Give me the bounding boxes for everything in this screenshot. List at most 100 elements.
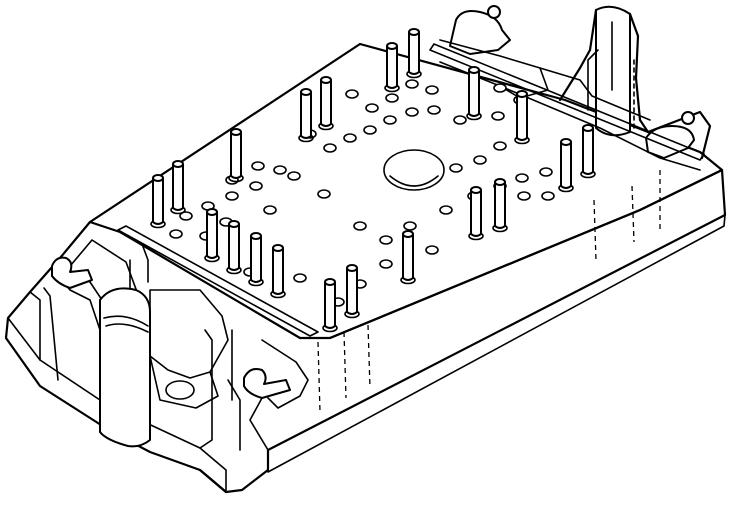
pin-body <box>582 128 594 175</box>
pin-body <box>206 212 218 259</box>
pin-tip <box>250 232 262 240</box>
pin-body <box>250 236 262 283</box>
right-clip-top <box>449 10 511 55</box>
pin <box>466 66 482 121</box>
pin <box>580 124 596 179</box>
left-end-outline <box>4 220 228 494</box>
housing-body <box>4 5 727 494</box>
pin-body <box>386 46 398 89</box>
right-clip-bottom-head <box>681 111 695 125</box>
dashed-line-2 <box>631 185 635 243</box>
left-pocket-wall <box>199 329 233 449</box>
surface-hole <box>379 259 393 269</box>
left-end-inner-2 <box>29 291 41 361</box>
front-face <box>198 168 727 494</box>
surface-hole <box>273 165 287 175</box>
pin-body <box>172 164 184 211</box>
pin <box>248 232 264 287</box>
surface-hole <box>403 221 417 231</box>
pin-body <box>494 182 506 229</box>
pin-body <box>230 132 242 179</box>
surface-hole <box>249 181 263 191</box>
left-sleeve <box>99 287 151 448</box>
pin <box>558 138 574 193</box>
pin-body <box>152 178 164 225</box>
pin-tip <box>494 178 506 186</box>
left-clip-frame <box>261 339 309 409</box>
surface-hole <box>343 133 357 143</box>
pin-tip <box>152 174 164 182</box>
surface-hole <box>449 163 463 173</box>
left-lower-wall <box>227 379 269 451</box>
left-clip-bottom <box>243 368 291 399</box>
right-sleeve-slot <box>587 21 613 111</box>
dashed-line-3 <box>343 331 347 399</box>
surface-hole <box>251 161 265 171</box>
surface-hole <box>379 235 393 245</box>
surface-hole <box>439 205 453 215</box>
surface-hole <box>493 141 507 151</box>
pin-body <box>470 190 482 237</box>
surface-hole <box>383 115 397 125</box>
surface-hole <box>363 125 377 135</box>
pin-tip <box>402 230 414 238</box>
connection-pins <box>150 28 596 333</box>
pin-tip <box>272 244 284 252</box>
surface-hole <box>365 103 379 113</box>
left-pocket-floor <box>149 355 219 409</box>
surface-hole <box>425 85 439 95</box>
right-sleeve <box>595 5 631 137</box>
pin-tip <box>172 160 184 168</box>
pin-body <box>228 224 240 271</box>
pin <box>384 42 400 93</box>
pin <box>400 230 416 285</box>
surface-hole <box>539 167 553 177</box>
pin <box>270 244 286 299</box>
pin-body <box>516 94 528 141</box>
surface-hole <box>293 273 307 283</box>
pin <box>150 174 166 229</box>
surface-hole <box>405 107 419 117</box>
pin-body <box>346 268 358 315</box>
surface-hole <box>515 173 529 183</box>
surface-hole <box>425 245 439 255</box>
pin-tip <box>386 42 398 50</box>
pin <box>318 76 334 131</box>
pin-tip <box>346 264 358 272</box>
left-pocket <box>149 289 229 379</box>
pin <box>298 88 314 143</box>
pin-tip <box>300 88 312 96</box>
pin-body <box>272 248 284 295</box>
pin-body <box>468 70 480 117</box>
surface-hole <box>323 143 337 153</box>
pin <box>406 28 422 79</box>
right-rail <box>499 85 701 171</box>
center-mounting-hole <box>383 149 445 191</box>
surface-hole <box>353 221 367 231</box>
left-clip-top <box>51 256 93 289</box>
center-hole-depth <box>389 175 439 187</box>
surface-hole <box>179 211 193 221</box>
pin-tip <box>516 90 528 98</box>
left-rail-strip <box>117 225 319 337</box>
surface-hole <box>491 111 505 121</box>
left-sleeve-lip <box>103 315 149 333</box>
pin-tip <box>560 138 572 146</box>
surface-hole <box>493 83 507 93</box>
dashed-line-4 <box>367 324 371 389</box>
dashed-line-1 <box>593 199 597 261</box>
pin-body <box>560 142 572 189</box>
pin <box>226 220 242 275</box>
pin-tip <box>582 124 594 132</box>
pin <box>170 160 186 215</box>
center-hole-group <box>383 149 445 191</box>
surface-hole <box>405 79 419 89</box>
surface-hole <box>263 205 277 215</box>
surface-hole <box>287 171 301 181</box>
pin <box>492 178 508 233</box>
pin-body <box>324 282 336 329</box>
pin-tip <box>228 220 240 228</box>
pin-tip <box>408 28 420 36</box>
pin <box>204 208 220 263</box>
